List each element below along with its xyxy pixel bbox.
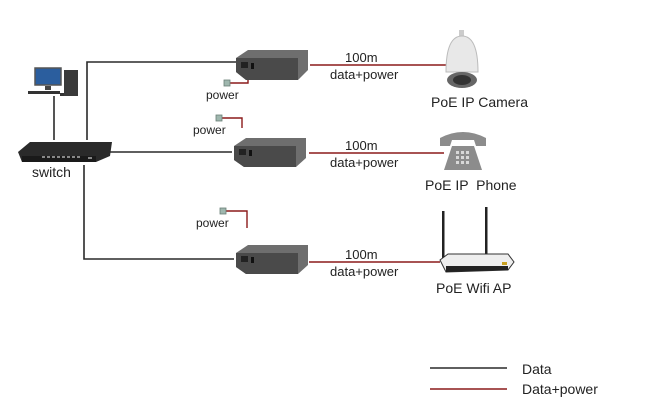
power-plug-icon — [215, 114, 223, 122]
device-label-camera: PoE IP Camera — [431, 94, 529, 110]
link-type-label: data+power — [330, 155, 399, 170]
ip-camera-icon — [445, 30, 479, 88]
power-label: power — [206, 88, 239, 102]
device-label-phone: PoE IP Phone — [425, 177, 517, 193]
power-plug-icon — [219, 207, 227, 215]
poe-injector-icon — [236, 245, 308, 274]
device-label-ap: PoE Wifi AP — [436, 280, 512, 296]
power-label: power — [196, 216, 229, 230]
data-line-switch-injector-1 — [86, 61, 236, 140]
poe-injector-icon — [234, 138, 306, 167]
power-plug-icon — [223, 79, 231, 87]
link-type-label: data+power — [330, 264, 399, 279]
data-line-switch-injector-3 — [83, 165, 234, 260]
link-type-label: data+power — [330, 67, 399, 82]
pc-icon — [28, 67, 78, 96]
power-label: power — [193, 123, 226, 137]
power-cord-3 — [226, 210, 248, 228]
switch-label: switch — [32, 164, 71, 180]
wifi-ap-icon — [439, 207, 515, 273]
switch-icon — [18, 142, 112, 162]
ip-phone-icon — [440, 132, 486, 170]
legend-data-label: Data — [522, 361, 552, 377]
distance-label: 100m — [345, 50, 378, 65]
legend-poe-label: Data+power — [522, 381, 598, 397]
power-cord-2 — [222, 117, 243, 128]
poe-injector-icon — [236, 50, 308, 80]
distance-label: 100m — [345, 138, 378, 153]
distance-label: 100m — [345, 247, 378, 262]
